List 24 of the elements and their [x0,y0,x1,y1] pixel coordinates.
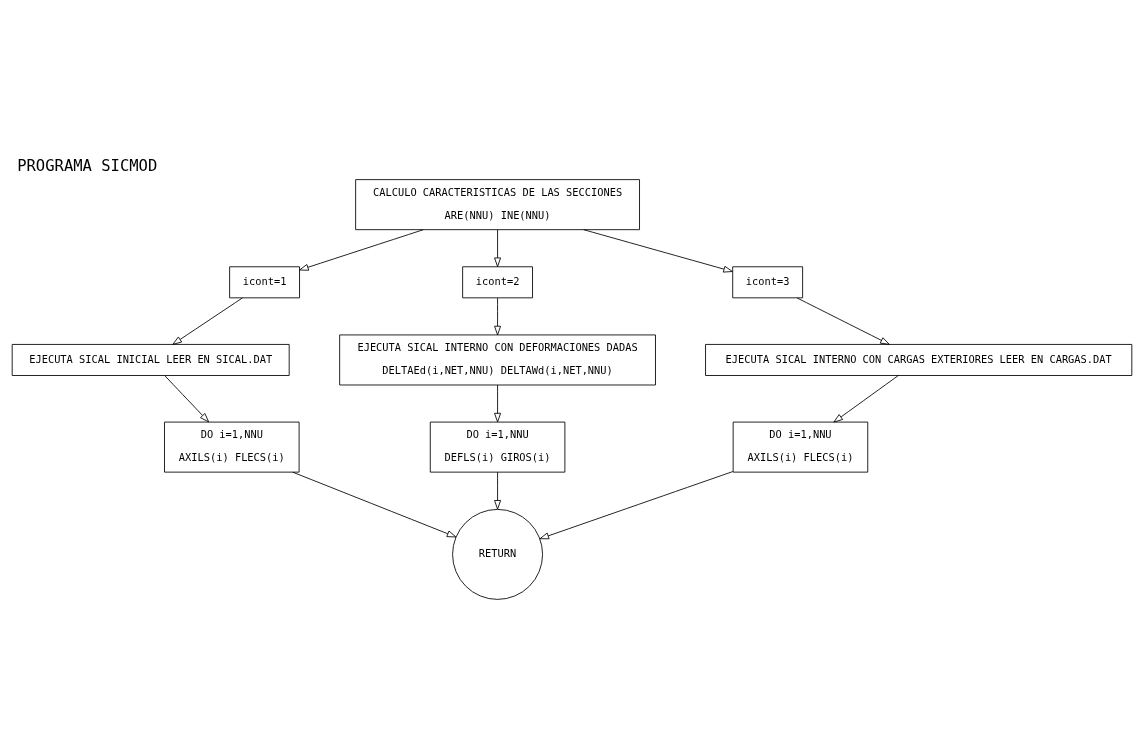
arrow [539,471,734,540]
node-box: icont=1 [229,266,300,299]
node-box: DO i=1,NNU AXILS(i) FLECS(i) [164,421,300,473]
arrow [796,297,890,345]
arrow [494,297,501,336]
arrow [292,471,457,538]
node-box: CALCULO CARACTERISTICAS DE LAS SECCIONES ARE(NNU) INE(NNU) [355,179,640,231]
node-box: icont=3 [732,266,804,299]
arrow [172,297,243,345]
arrow [164,375,210,423]
node-box: DO i=1,NNU AXILS(i) FLECS(i) [732,421,869,473]
arrow [583,229,733,273]
node-box: EJECUTA SICAL INTERNO CON DEFORMACIONES DADAS DELTAEd(i,NET,NNU) DELTAWd(i,NET,NNU) [339,334,656,386]
arrow [833,375,899,423]
arrow [494,471,501,510]
arrow [494,384,501,423]
node-box: DO i=1,NNU DEFLS(i) GIROS(i) [429,421,566,473]
node-box: EJECUTA SICAL INICIAL LEER EN SICAL.DAT [11,344,290,376]
node-box: EJECUTA SICAL INTERNO CON CARGAS EXTERIORES LEER EN CARGAS.DAT [705,344,1133,376]
arrow [494,229,501,267]
node-box: icont=2 [462,266,533,299]
diagram-title: PROGRAMA SICMOD [17,157,158,176]
arrow [299,229,424,271]
node-circle: RETURN [452,508,543,600]
